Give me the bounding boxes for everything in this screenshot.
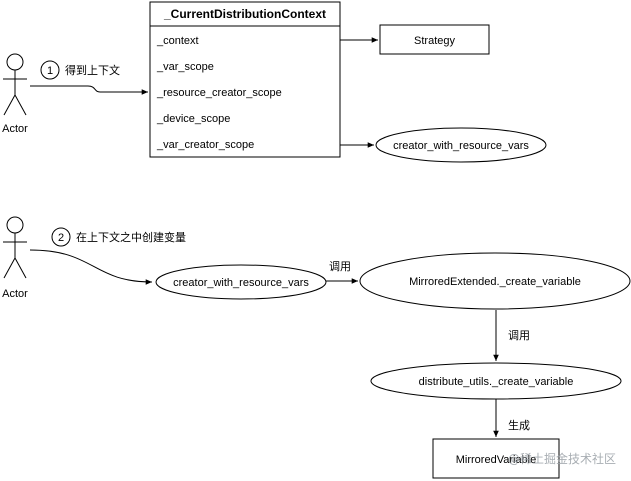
actor-2-label: Actor (2, 288, 28, 300)
actor-1: Actor (2, 53, 28, 135)
creator-mid-node: creator_with_resource_vars (155, 264, 327, 300)
step-2: 2 在上下文之中创建变量 (51, 227, 186, 247)
field-resource-creator-scope: _resource_creator_scope (156, 87, 282, 99)
step-1-number: 1 (47, 65, 53, 77)
edge-generate-label: 生成 (508, 418, 530, 432)
step-2-badge (51, 227, 71, 247)
step-2-label: 在上下文之中创建变量 (76, 230, 186, 244)
field-context: _context (156, 35, 199, 47)
field-var-scope: _var_scope (156, 61, 214, 73)
field-device-scope: _device_scope (156, 113, 230, 125)
edge-actor2-to-creator (29, 249, 153, 285)
edge-call-2-label: 调用 (508, 329, 530, 342)
step-1-label: 得到上下文 (65, 63, 120, 77)
step-1-badge (40, 60, 60, 80)
strategy-label: Strategy (414, 35, 455, 47)
creator-top-node: creator_with_resource_vars (375, 127, 547, 163)
mirrored-extended-node: MirroredExtended._create_variable (359, 252, 631, 310)
edge-actor1-to-context (30, 85, 148, 95)
distribute-utils-label: distribute_utils._create_variable (419, 376, 574, 388)
field-var-creator-scope: _var_creator_scope (156, 139, 254, 151)
creator-mid-label: creator_with_resource_vars (173, 277, 309, 289)
actor-1-label: Actor (2, 123, 28, 135)
strategy-node: Strategy (379, 24, 490, 55)
context-class-box: _CurrentDistributionContext _context _va… (149, 1, 341, 158)
actor-2: Actor (2, 216, 28, 300)
step-2-number: 2 (58, 232, 64, 244)
creator-top-label: creator_with_resource_vars (393, 140, 529, 152)
distribute-utils-node: distribute_utils._create_variable (370, 362, 622, 400)
context-class-title: _CurrentDistributionContext (163, 7, 326, 21)
step-1: 1 得到上下文 (40, 60, 120, 80)
edge-call-1-label: 调用 (329, 260, 351, 273)
mirrored-extended-label: MirroredExtended._create_variable (409, 276, 581, 288)
mirrored-variable-label: MirroredVariable (456, 454, 537, 466)
mirrored-variable-node: MirroredVariable (432, 438, 560, 479)
watermark-text: @稀土掘金技术社区 (508, 451, 616, 466)
